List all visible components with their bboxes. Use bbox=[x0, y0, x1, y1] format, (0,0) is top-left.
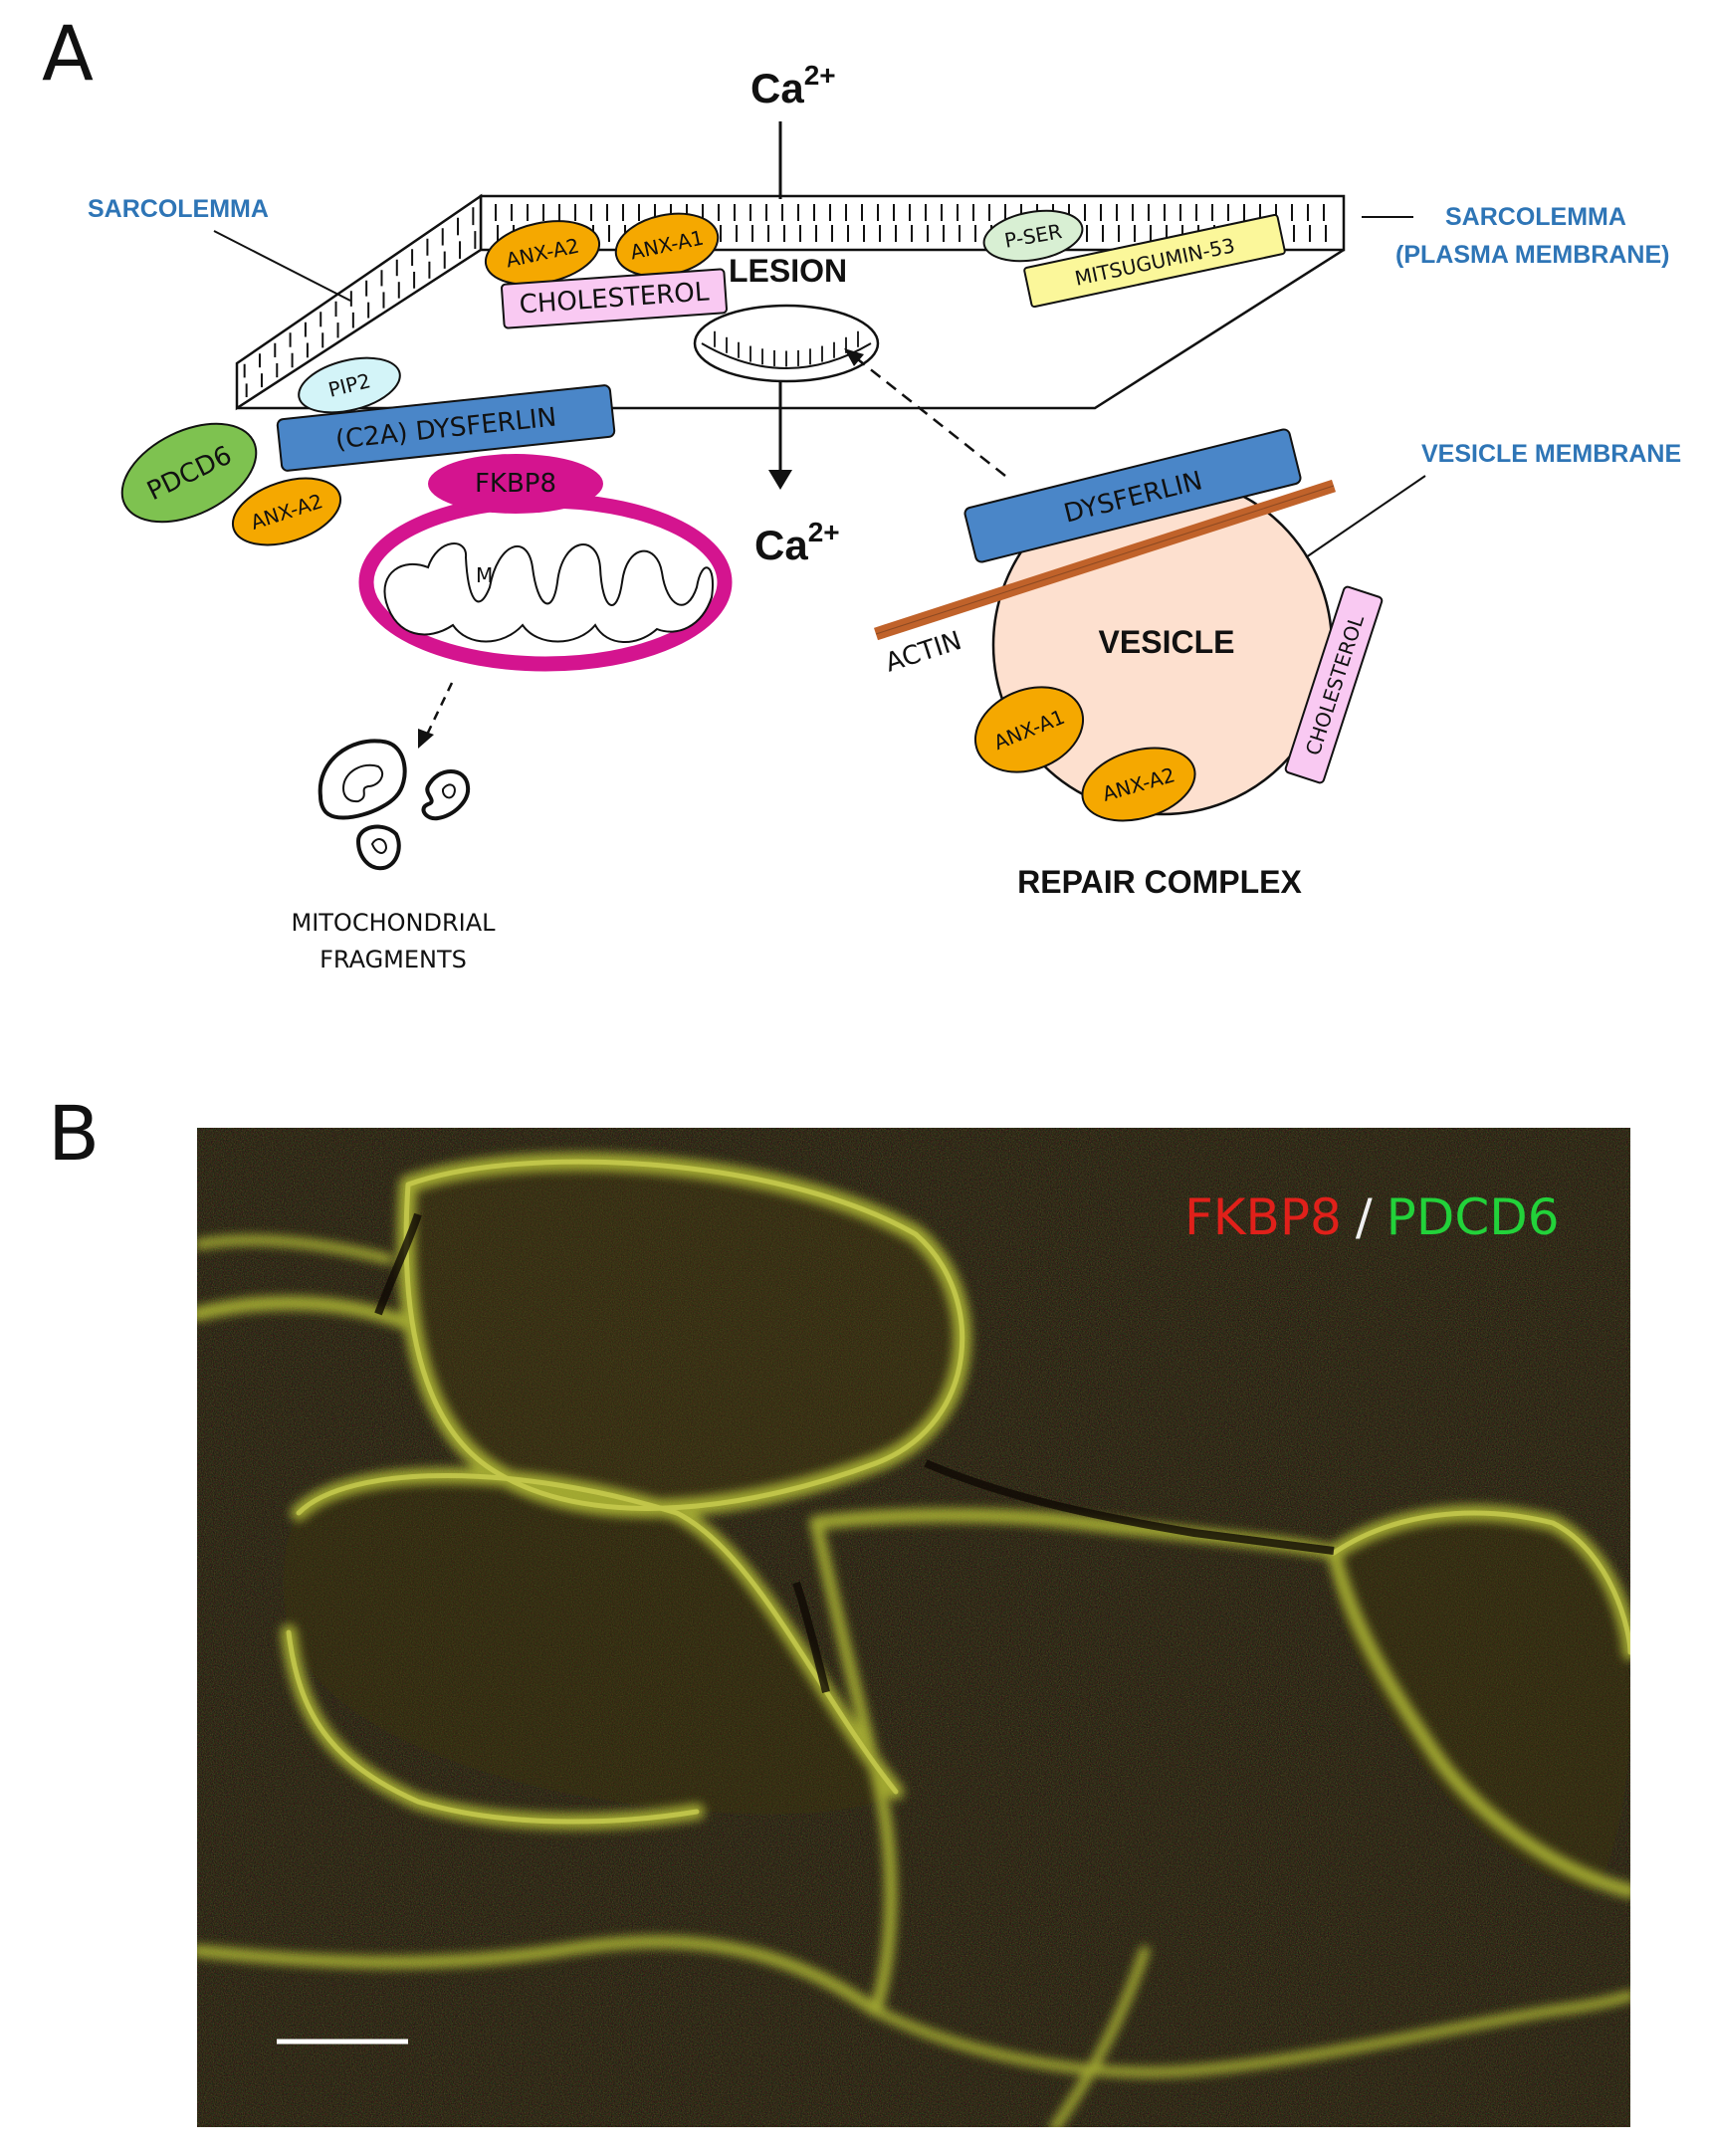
annexin-a2-left: ANX-A2 bbox=[231, 477, 342, 546]
annexin-a2-top: ANX-A2 bbox=[484, 220, 601, 286]
annexin-a1-vesicle: ANX-A1 bbox=[973, 686, 1085, 773]
vesicle-to-lesion-arrow bbox=[853, 355, 1006, 477]
dysferlin-membrane: (C2A) DYSFERLIN bbox=[276, 384, 616, 472]
mito-fragments-label-2: FRAGMENTS bbox=[320, 946, 467, 973]
mitochondrial-fragments bbox=[318, 739, 471, 871]
pdcd6: PDCD6 bbox=[120, 422, 258, 524]
pdcd6-label: PDCD6 bbox=[1387, 1188, 1560, 1246]
mito-fragment-arrow bbox=[424, 682, 454, 738]
fkbp8-label: FKBP8 bbox=[1184, 1188, 1342, 1246]
panel-a-letter: A bbox=[42, 9, 94, 98]
repair-complex-label: REPAIR COMPLEX bbox=[1017, 864, 1302, 900]
sarcolemma-label-right-2: (PLASMA MEMBRANE) bbox=[1395, 241, 1669, 269]
fluorescence-legend: FKBP8/PDCD6 bbox=[1184, 1188, 1560, 1246]
legend-separator: / bbox=[1356, 1188, 1373, 1246]
panel-a: A Ca2+ Ca2+ LESION SARCOLE bbox=[42, 9, 1681, 973]
p-ser: P-SER bbox=[982, 209, 1084, 263]
lesion-hole bbox=[693, 304, 880, 383]
annexin-a2-vesicle: ANX-A2 bbox=[1081, 747, 1196, 822]
fkbp8: FKBP8 bbox=[428, 454, 603, 514]
vesicle-to-lesion-arrowhead bbox=[844, 348, 864, 366]
annexin-a1-top: ANX-A1 bbox=[614, 212, 720, 278]
vesicle-label: VESICLE bbox=[1099, 624, 1235, 660]
ca-ion-bottom: Ca2+ bbox=[754, 517, 840, 568]
sarcolemma-left-leader bbox=[213, 230, 351, 302]
actin-filament bbox=[873, 479, 1337, 641]
sarcolemma-label-left: SARCOLEMMA bbox=[88, 195, 269, 223]
ca-ion-top: Ca2+ bbox=[750, 60, 836, 111]
vesicle-membrane-label: VESICLE MEMBRANE bbox=[1421, 440, 1681, 468]
mito-m-label: M bbox=[476, 563, 493, 587]
panel-b: B bbox=[48, 1089, 1630, 2127]
vesicle-membrane-leader bbox=[1305, 475, 1426, 558]
membrane-left-wall bbox=[235, 193, 483, 411]
panel-b-letter: B bbox=[48, 1089, 100, 1178]
mito-fragment-arrowhead bbox=[418, 729, 434, 749]
cholesterol-top: CHOLESTEROL bbox=[501, 268, 728, 329]
svg-text:FKBP8: FKBP8 bbox=[475, 469, 556, 499]
lesion-label: LESION bbox=[729, 253, 847, 289]
mito-fragments-label-1: MITOCHONDRIAL bbox=[291, 909, 496, 937]
repair-complex: VESICLE DYSFERLIN ACTIN CHOLESTEROL ANX-… bbox=[873, 428, 1384, 822]
sarcolemma-label-right-1: SARCOLEMMA bbox=[1445, 203, 1626, 231]
pip2: PIP2 bbox=[298, 356, 401, 414]
ca-influx-arrowhead bbox=[768, 470, 792, 490]
mitochondrion: M bbox=[358, 493, 733, 672]
micrograph bbox=[197, 1128, 1630, 2127]
